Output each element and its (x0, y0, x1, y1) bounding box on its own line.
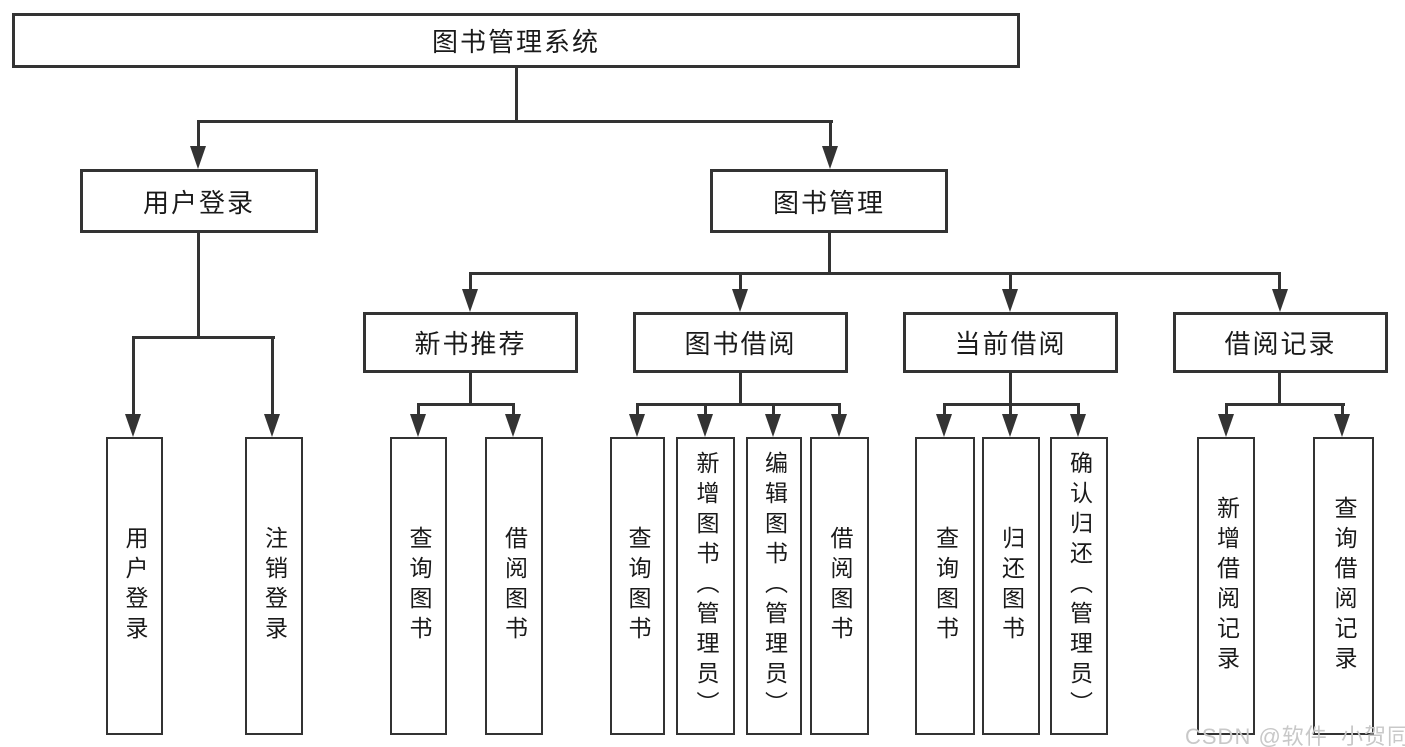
connector-line (417, 403, 420, 417)
csdn-watermark: CSDN @软件_小贺同学 (1185, 724, 1405, 747)
node-current-borrow: 当前借阅 (903, 312, 1118, 373)
connector-line (132, 336, 275, 339)
arrowhead-icon (697, 414, 713, 437)
node-root: 图书管理系统 (12, 13, 1020, 68)
connector-line (197, 233, 200, 339)
connector-line (1009, 373, 1012, 406)
connector-line (943, 403, 946, 417)
leaf-edit-books-admin: 编辑图书（管理员） (746, 437, 802, 735)
arrowhead-icon (125, 414, 141, 437)
leaf-borrow-books: 借阅图书 (810, 437, 869, 735)
node-user-login: 用户登录 (80, 169, 318, 233)
connector-line (1278, 272, 1281, 294)
connector-line (417, 403, 515, 406)
arrowhead-icon (629, 414, 645, 437)
arrowhead-icon (936, 414, 952, 437)
connector-line (636, 403, 841, 406)
connector-line (515, 68, 518, 123)
arrowhead-icon (732, 289, 748, 312)
arrowhead-icon (505, 414, 521, 437)
arrowhead-icon (1002, 289, 1018, 312)
leaf-add-books-admin: 新增图书（管理员） (676, 437, 735, 735)
arrowhead-icon (1334, 414, 1350, 437)
node-borrow-records: 借阅记录 (1173, 312, 1388, 373)
node-book-management: 图书管理 (710, 169, 948, 233)
arrowhead-icon (264, 414, 280, 437)
arrowhead-icon (831, 414, 847, 437)
arrowhead-icon (462, 289, 478, 312)
arrowhead-icon (822, 146, 838, 169)
arrowhead-icon (190, 146, 206, 169)
connector-line (197, 120, 833, 123)
connector-line (1077, 403, 1080, 417)
connector-line (1009, 272, 1012, 294)
arrowhead-icon (1002, 414, 1018, 437)
leaf-confirm-return-admin: 确认归还（管理员） (1050, 437, 1108, 735)
leaf-query-books-recommend: 查询图书 (390, 437, 447, 735)
connector-line (271, 336, 274, 418)
connector-line (636, 403, 639, 417)
connector-line (739, 373, 742, 406)
arrowhead-icon (410, 414, 426, 437)
node-book-borrow: 图书借阅 (633, 312, 848, 373)
connector-line (132, 336, 135, 418)
connector-line (197, 120, 200, 152)
connector-line (469, 272, 1281, 275)
leaf-query-borrow-record: 查询借阅记录 (1313, 437, 1374, 735)
connector-line (469, 272, 472, 294)
node-new-book-recommend: 新书推荐 (363, 312, 578, 373)
connector-line (838, 403, 841, 417)
connector-line (828, 233, 831, 275)
connector-line (1225, 403, 1345, 406)
arrowhead-icon (1070, 414, 1086, 437)
leaf-add-borrow-record: 新增借阅记录 (1197, 437, 1255, 735)
connector-line (512, 403, 515, 417)
connector-line (739, 272, 742, 294)
arrowhead-icon (1272, 289, 1288, 312)
connector-line (704, 403, 707, 417)
leaf-return-books: 归还图书 (982, 437, 1040, 735)
leaf-query-books-borrow: 查询图书 (610, 437, 665, 735)
connector-line (772, 403, 775, 417)
connector-line (469, 373, 472, 406)
leaf-borrow-books-recommend: 借阅图书 (485, 437, 543, 735)
arrowhead-icon (765, 414, 781, 437)
connector-line (1009, 403, 1012, 417)
connector-line (1278, 373, 1281, 406)
arrowhead-icon (1218, 414, 1234, 437)
leaf-user-login: 用户登录 (106, 437, 163, 735)
leaf-query-books-current: 查询图书 (915, 437, 975, 735)
leaf-logout: 注销登录 (245, 437, 303, 735)
connector-line (1225, 403, 1228, 417)
connector-line (829, 120, 832, 152)
connector-line (1341, 403, 1344, 417)
